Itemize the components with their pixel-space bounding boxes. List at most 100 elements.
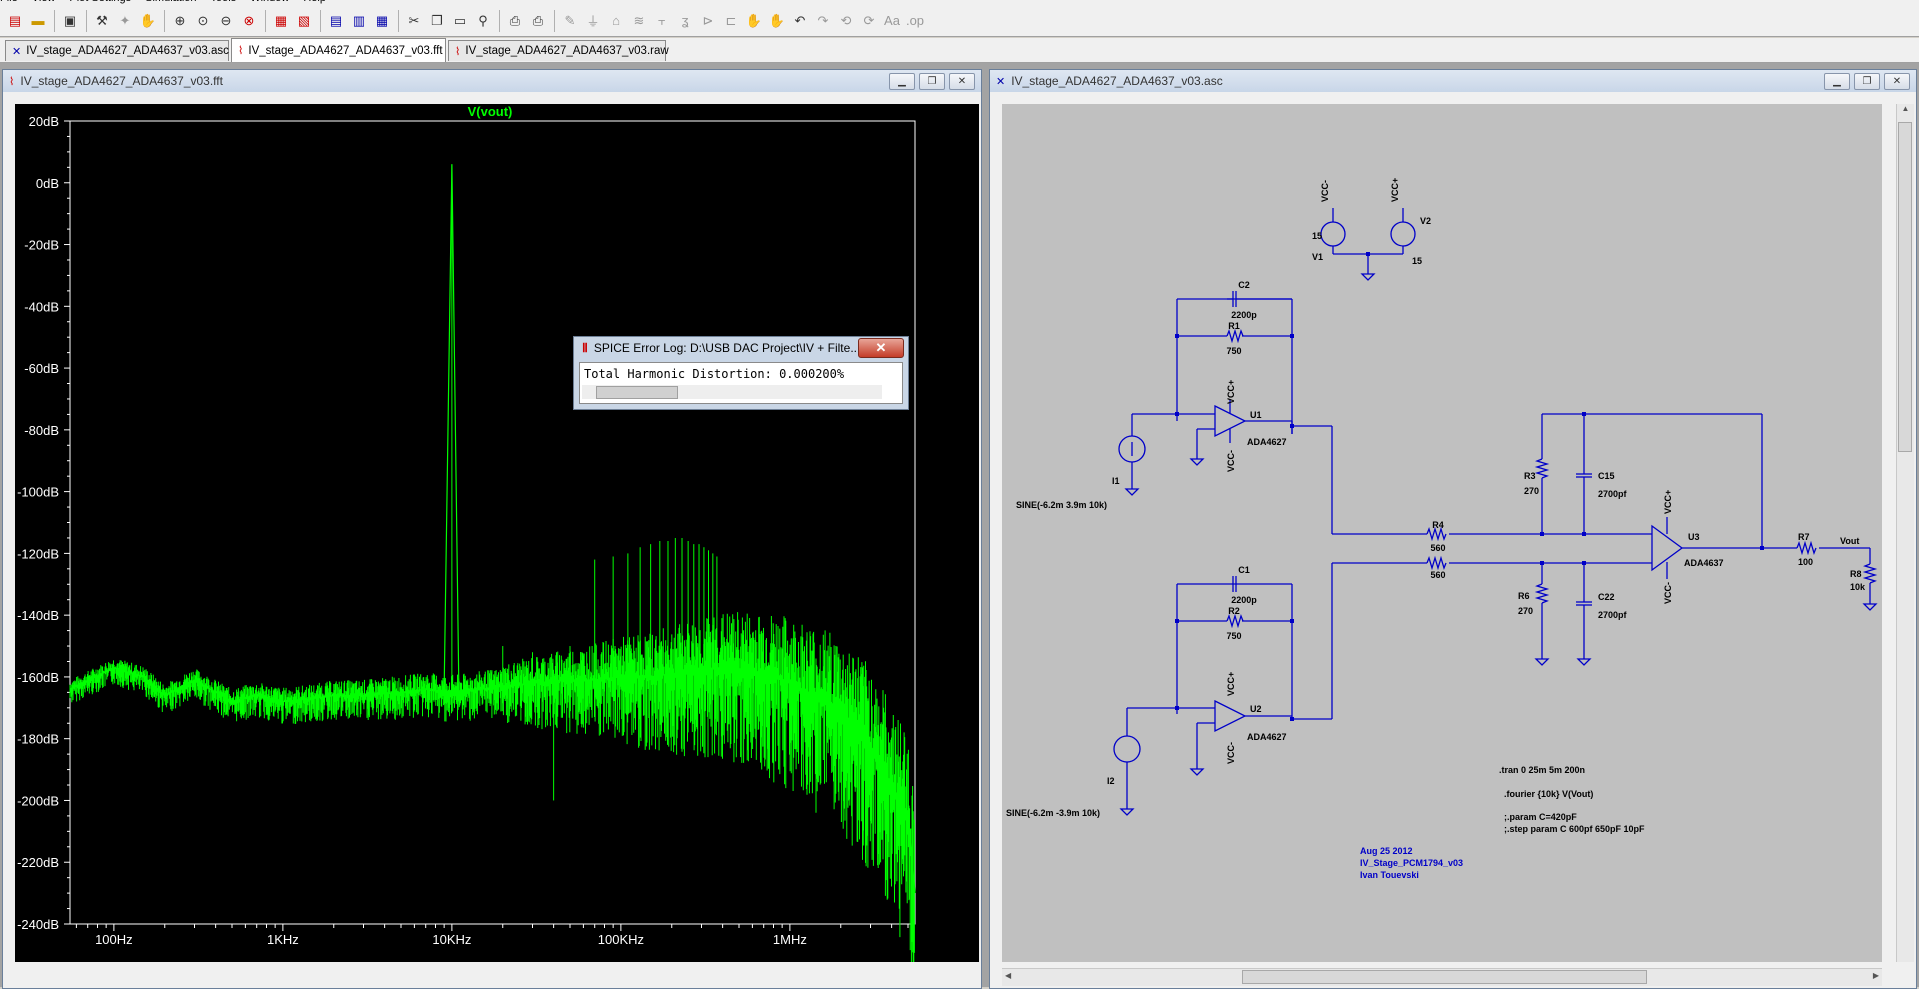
menu-item[interactable]: Help <box>303 0 326 4</box>
capacitor-icon[interactable]: ⫟ <box>658 12 666 28</box>
tab-schematic[interactable]: ✕ IV_stage_ADA4627_ADA4637_v03.asc <box>5 40 229 61</box>
diode-icon[interactable]: ⊳ <box>702 12 714 28</box>
control-panel-icon[interactable]: ⚒ <box>96 12 108 28</box>
toolbar-separator <box>320 9 321 32</box>
fft-window: ⌇ IV_stage_ADA4627_ADA4637_v03.fft ▁ ❐ ✕… <box>2 69 982 989</box>
c2-value: 2200p <box>1231 310 1257 320</box>
fft-window-titlebar[interactable]: ⌇ IV_stage_ADA4627_ADA4637_v03.fft <box>3 70 981 92</box>
param-directive[interactable]: ;.param C=420pF <box>1504 812 1577 822</box>
cascade-icon[interactable]: ▥ <box>352 12 366 28</box>
scroll-left-icon[interactable]: ◀ <box>1005 971 1012 980</box>
fourier-directive[interactable]: .fourier {10k} V(Vout) <box>1504 789 1593 799</box>
comment-name: IV_Stage_PCM1794_v03 <box>1360 858 1463 868</box>
drag-icon[interactable]: ✋ <box>768 12 786 28</box>
menu-item[interactable]: View <box>32 0 56 4</box>
redo-icon[interactable]: ↷ <box>817 12 829 28</box>
error-log-textbox[interactable]: Total Harmonic Distortion: 0.000200% <box>579 362 903 404</box>
scroll-right-icon[interactable]: ▶ <box>1872 971 1879 980</box>
zoom-in-icon[interactable]: ⊕ <box>174 12 186 28</box>
noise-grass <box>69 612 915 989</box>
wire-icon[interactable]: ✎ <box>564 12 576 28</box>
u1-vcc-pos: VCC+ <box>1226 380 1236 404</box>
vertical-scrollbar[interactable]: ▲ <box>1896 104 1914 962</box>
tab-raw[interactable]: ⌇ IV_stage_ADA4627_ADA4637_v03.raw <box>448 40 669 61</box>
open-folder-icon[interactable]: ▬ <box>31 13 45 28</box>
schematic-window-titlebar[interactable]: ✕ IV_stage_ADA4627_ADA4637_v03.asc <box>990 70 1916 92</box>
menu-item[interactable]: Window <box>250 0 289 4</box>
find-icon[interactable]: ⚲ <box>478 12 488 28</box>
horizontal-scroll-thumb[interactable] <box>1242 970 1647 984</box>
vertical-scroll-thumb[interactable] <box>1898 122 1912 452</box>
dialog-horizontal-scrollbar[interactable] <box>582 385 882 399</box>
i2-label: I2 <box>1107 776 1115 786</box>
dialog-titlebar[interactable]: Ⅱ SPICE Error Log: D:\USB DAC Project\IV… <box>574 337 908 359</box>
text-icon[interactable]: Aa <box>884 13 900 28</box>
marker-icon[interactable]: ▧ <box>297 12 311 28</box>
menu-item[interactable]: Plot Settings <box>69 0 131 4</box>
pan-icon[interactable]: ⊙ <box>197 12 209 28</box>
menu-item[interactable]: Tools <box>211 0 237 4</box>
copy-icon[interactable]: ❐ <box>431 12 443 28</box>
spice-directive-icon[interactable]: .op <box>905 13 925 28</box>
tran-directive[interactable]: .tran 0 25m 5m 200n <box>1499 765 1585 775</box>
comment-author: Ivan Touevski <box>1360 870 1419 880</box>
schematic-canvas[interactable]: 15 V1 VCC- V2 15 VCC+ C2 2200p R1 750 U1… <box>1002 104 1882 962</box>
step-directive[interactable]: ;.step param C 600pf 650pF 10pF <box>1504 824 1645 834</box>
tile-vertical-icon[interactable]: ▦ <box>375 12 389 28</box>
scroll-up-icon[interactable]: ▲ <box>1901 104 1910 113</box>
y-tick-label: -220dB <box>17 855 59 870</box>
plot-frame <box>69 120 916 925</box>
component-icon[interactable]: ⊏ <box>725 12 737 28</box>
spice-error-log-dialog[interactable]: Ⅱ SPICE Error Log: D:\USB DAC Project\IV… <box>573 336 909 410</box>
u2-part: ADA4627 <box>1247 732 1287 742</box>
menu-item[interactable]: File <box>0 0 18 4</box>
cut-icon[interactable]: ✂ <box>408 12 420 28</box>
zoom-fit-icon[interactable]: ⊗ <box>243 12 255 28</box>
print-icon[interactable]: ⎙ <box>532 12 544 28</box>
horizontal-scrollbar[interactable]: ◀ ▶ <box>1002 968 1882 986</box>
y-tick-label: -180dB <box>17 732 59 747</box>
close-button[interactable]: ✕ <box>949 73 975 90</box>
v1-value: 15 <box>1312 231 1322 241</box>
u3-vcc-neg: VCC- <box>1663 582 1673 604</box>
toolbar-separator <box>54 9 55 32</box>
autorange-icon[interactable]: ▦ <box>274 12 288 28</box>
ground-icon[interactable]: ⏚ <box>586 14 600 29</box>
restore-button[interactable]: ❐ <box>919 73 945 90</box>
resistor-icon[interactable]: ≋ <box>633 12 645 28</box>
r2-label: R2 <box>1228 606 1240 616</box>
chart-title[interactable]: V(vout) <box>468 104 513 119</box>
tile-horizontal-icon[interactable]: ▤ <box>329 12 343 28</box>
run-icon[interactable]: ✦ <box>119 12 131 28</box>
new-schematic-icon[interactable]: ▤ <box>8 12 22 28</box>
r7-label: R7 <box>1798 532 1810 542</box>
zoom-out-icon[interactable]: ⊖ <box>220 12 232 28</box>
label-net-icon[interactable]: ⌂ <box>612 13 620 28</box>
save-icon[interactable]: ▣ <box>63 12 77 28</box>
fft-chart[interactable]: V(vout) 20dB0dB-20dB-40dB-60dB-80dB-100d… <box>15 104 979 989</box>
u1-part: ADA4627 <box>1247 437 1287 447</box>
tab-fft[interactable]: ⌇ IV_stage_ADA4627_ADA4637_v03.fft <box>231 38 446 62</box>
x-tick-label: 100KHz <box>598 932 644 947</box>
rotate-icon[interactable]: ⟲ <box>840 12 852 28</box>
print-setup-icon[interactable]: ⎙ <box>509 12 521 28</box>
i1-label: I1 <box>1112 476 1120 486</box>
y-tick-label: -100dB <box>17 485 59 500</box>
menu-item[interactable]: Simulation <box>145 0 196 4</box>
move-icon[interactable]: ✋ <box>745 12 763 28</box>
minimize-button[interactable]: ▁ <box>1824 73 1850 90</box>
paste-icon[interactable]: ▭ <box>453 12 467 28</box>
halt-icon[interactable]: ✋ <box>139 12 157 28</box>
mirror-icon[interactable]: ⟳ <box>863 12 875 28</box>
undo-icon[interactable]: ↶ <box>794 12 806 28</box>
dialog-scroll-thumb[interactable] <box>596 386 678 399</box>
inductor-icon[interactable]: ʓ <box>681 13 689 28</box>
dialog-close-button[interactable]: ✕ <box>858 338 904 358</box>
schematic-drawing[interactable]: 15 V1 VCC- V2 15 VCC+ C2 2200p R1 750 U1… <box>1002 104 1882 962</box>
restore-button[interactable]: ❐ <box>1854 73 1880 90</box>
close-button[interactable]: ✕ <box>1884 73 1910 90</box>
u3-label: U3 <box>1688 532 1700 542</box>
minimize-button[interactable]: ▁ <box>889 73 915 90</box>
v2-value: 15 <box>1412 256 1422 266</box>
